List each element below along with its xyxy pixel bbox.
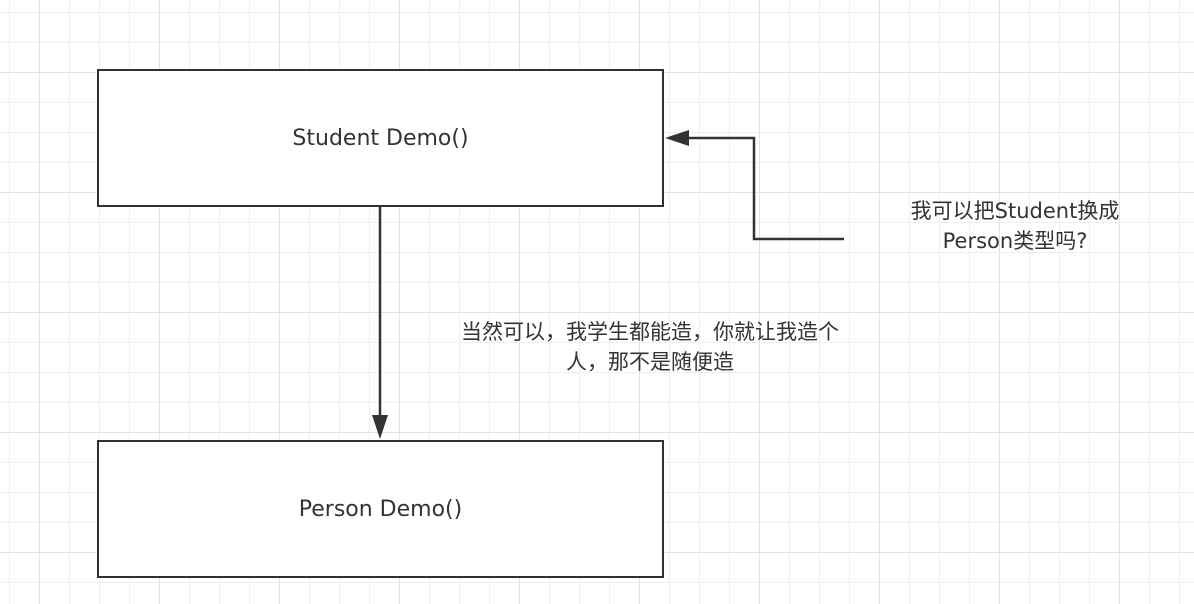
arrowhead-left-icon [665,130,689,146]
edge-student-to-person[interactable] [372,207,388,439]
question-note-line-1: 我可以把Student换成 [910,199,1120,223]
node-person-demo-label: Person Demo() [298,496,463,522]
edge-question-to-student[interactable] [665,130,844,241]
answer-edge-line-2: 人，那不是随便造 [566,350,734,374]
answer-edge-label[interactable]: 当然可以，我学生都能造，你就让我造个 人，那不是随便造 [410,317,890,377]
answer-edge-line-1: 当然可以，我学生都能造，你就让我造个 [461,320,839,344]
node-student-demo-label: Student Demo() [292,125,469,151]
question-note-line-2: Person类型吗? [942,229,1088,253]
question-note-label[interactable]: 我可以把Student换成 Person类型吗? [870,196,1160,256]
node-person-demo[interactable]: Person Demo() [97,440,664,578]
node-student-demo[interactable]: Student Demo() [97,69,664,207]
arrowhead-down-icon [372,415,388,439]
